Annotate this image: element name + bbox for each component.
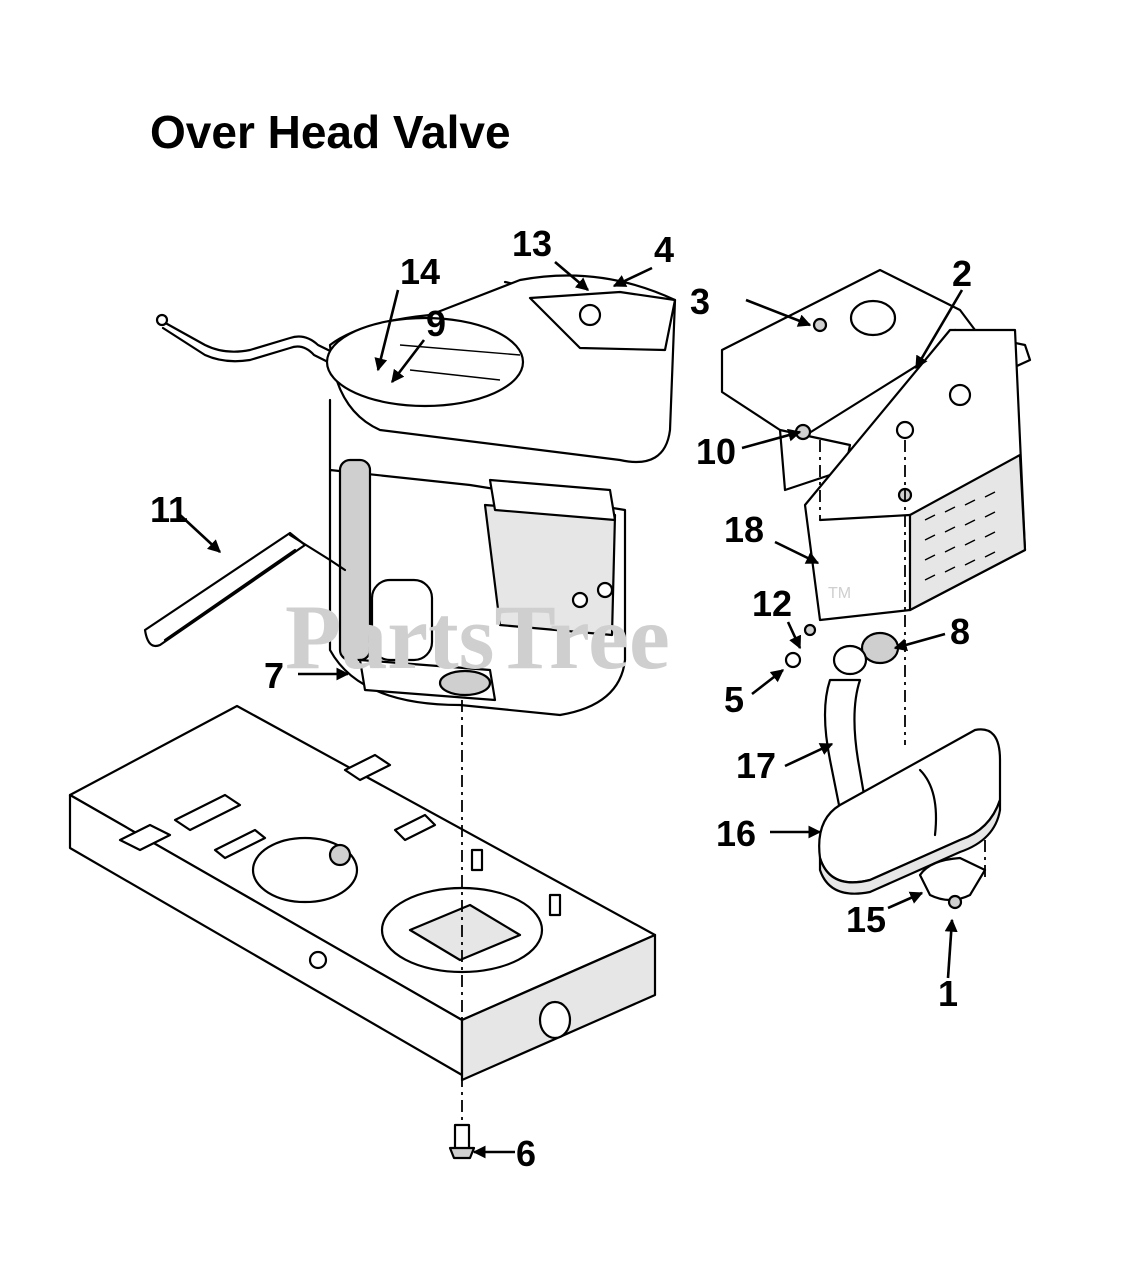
dipstick-tube[interactable] (143, 531, 347, 648)
callout-4: 4 (654, 229, 674, 270)
engine-icon[interactable] (325, 274, 677, 717)
callout-9: 9 (426, 303, 446, 344)
callout-3: 3 (690, 281, 710, 322)
callout-2: 2 (952, 253, 972, 294)
callout-15: 15 (846, 899, 886, 940)
heat-shield-icon[interactable] (803, 328, 1027, 622)
callout-17: 17 (736, 745, 776, 786)
watermark-trademark: TM (828, 585, 851, 602)
callout-11: 11 (150, 489, 188, 530)
diagram-title: Over Head Valve (150, 106, 511, 158)
callout-14: 14 (400, 251, 440, 292)
callout-7: 7 (264, 655, 284, 696)
callout-10: 10 (696, 431, 736, 472)
callout-12: 12 (752, 583, 792, 624)
callout-1: 1 (938, 973, 958, 1014)
callout-13: 13 (512, 223, 552, 264)
callout-16: 16 (716, 813, 756, 854)
frame-icon[interactable] (68, 704, 657, 1082)
muffler-icon[interactable] (818, 728, 1002, 895)
bolt-6[interactable] (448, 1123, 476, 1160)
callout-5: 5 (724, 679, 744, 720)
callout-8: 8 (950, 611, 970, 652)
callout-18: 18 (724, 509, 764, 550)
callout-arrows (179, 261, 964, 1159)
muffler-mount[interactable] (918, 856, 987, 910)
callout-6: 6 (516, 1133, 536, 1174)
